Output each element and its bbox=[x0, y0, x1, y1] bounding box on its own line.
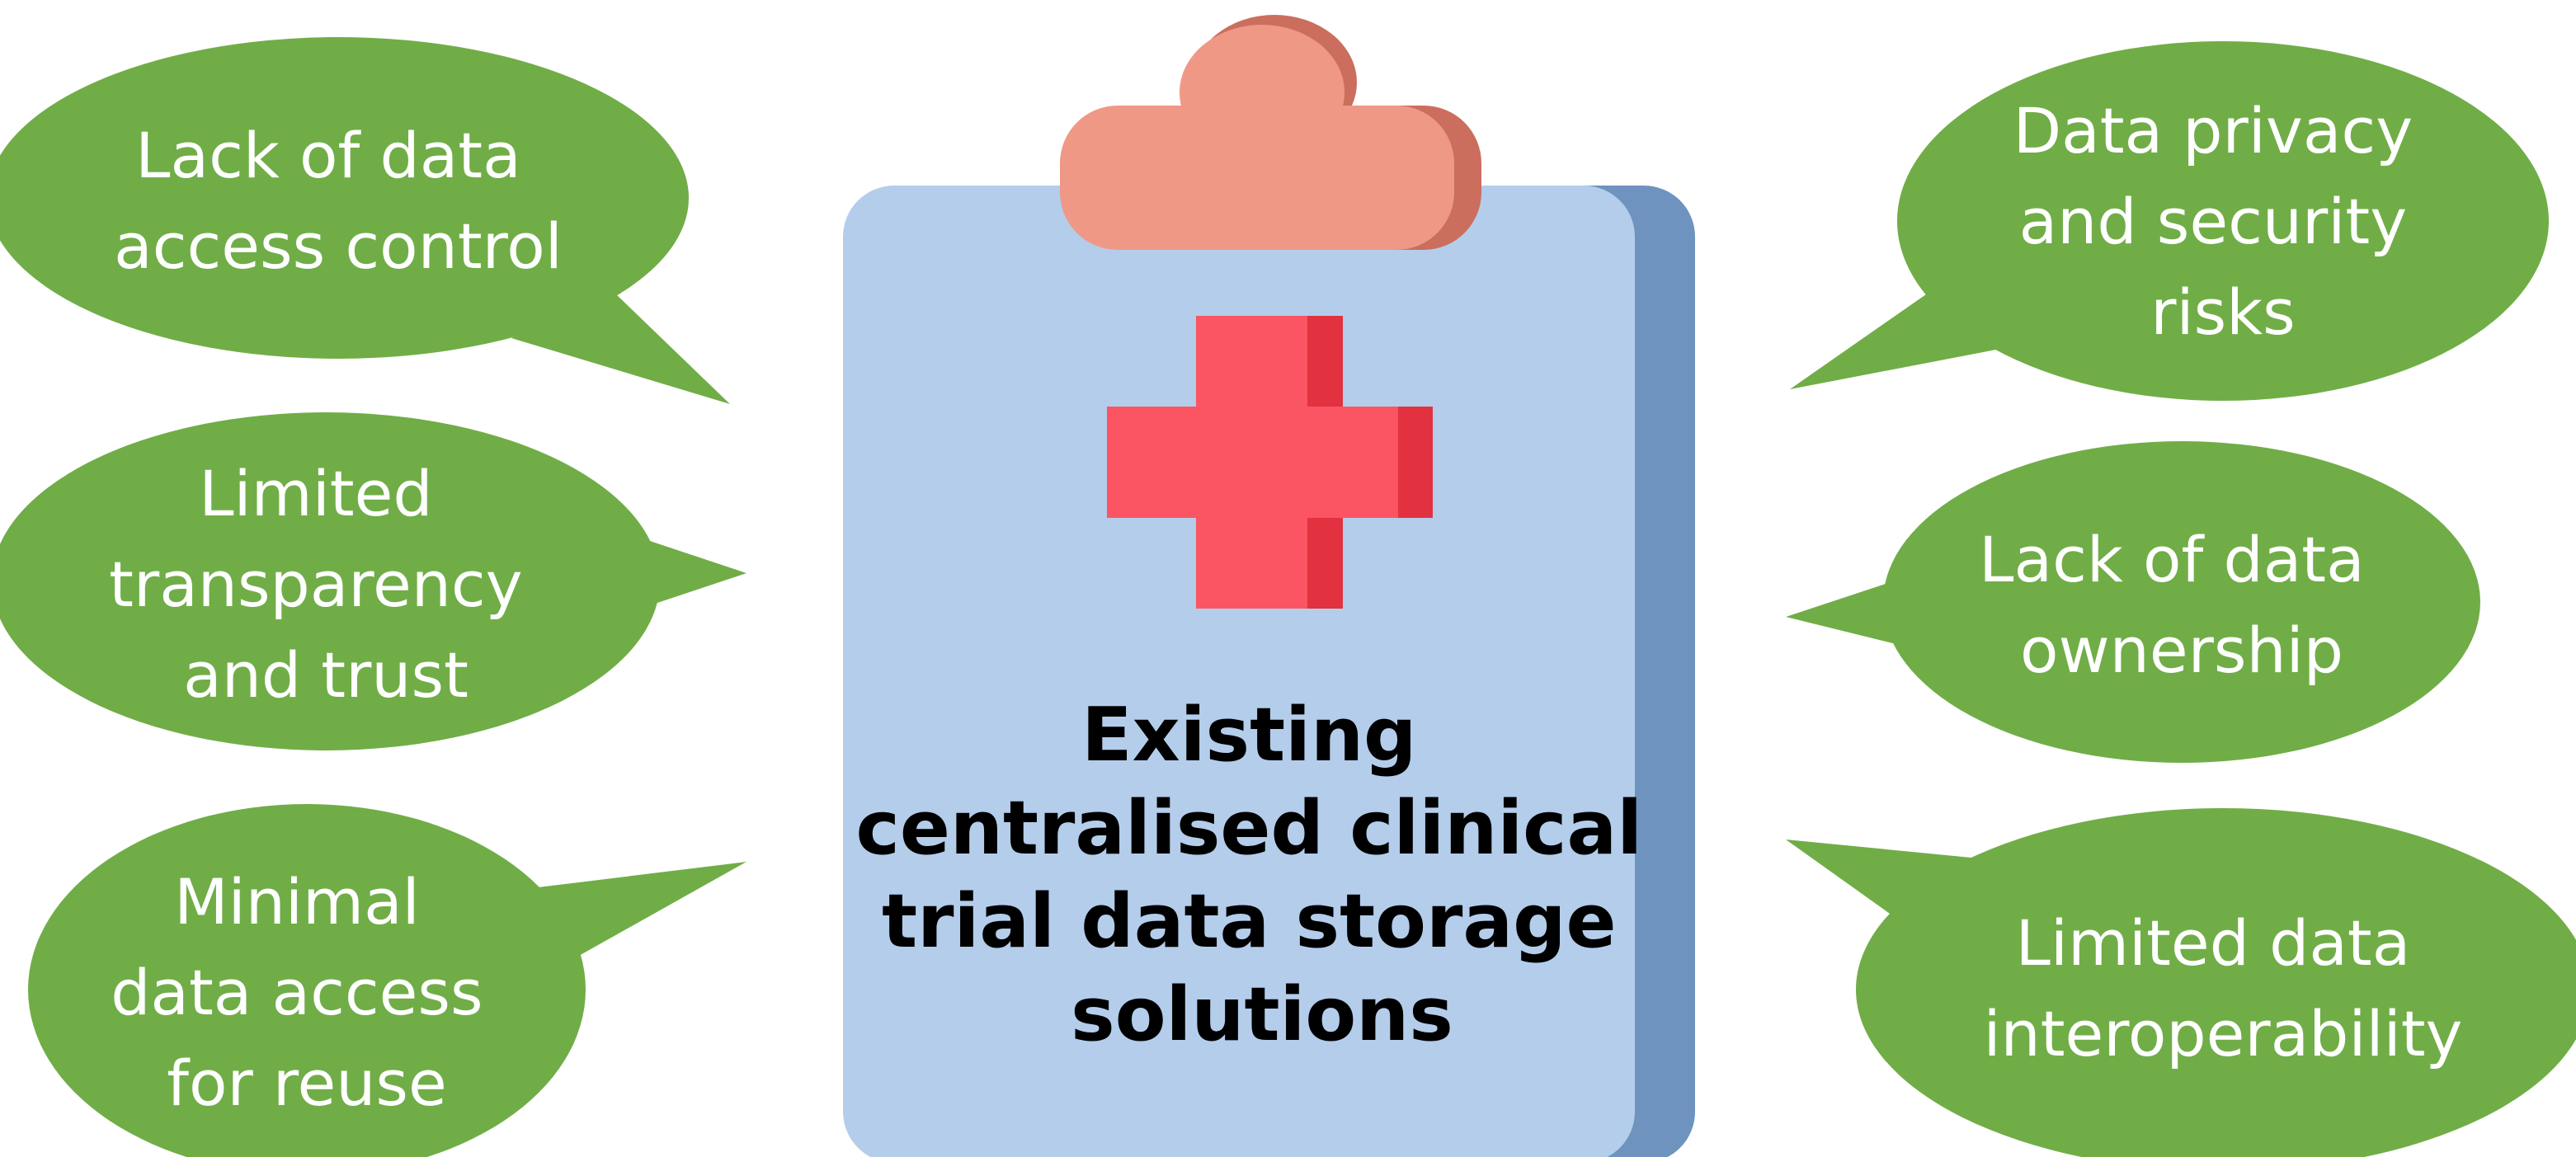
clipboard: Existing centralised clinical trial data… bbox=[843, 15, 1695, 1157]
speech-bubble-minimal-data-access: Minimal data access for reuse bbox=[28, 804, 746, 1157]
center-title-line: Existing bbox=[1081, 692, 1416, 778]
speech-bubble-limited-interoperability: Limited data interoperability bbox=[1786, 808, 2576, 1157]
bubble-label: Limited transparency and trust bbox=[109, 457, 543, 712]
center-title-line: centralised clinical bbox=[856, 785, 1643, 872]
clip-base bbox=[1060, 106, 1454, 250]
medical-cross-icon bbox=[1107, 316, 1433, 609]
center-title-line: trial data storage bbox=[882, 878, 1616, 965]
speech-bubble-limited-transparency: Limited transparency and trust bbox=[0, 412, 746, 750]
center-title: Existing centralised clinical trial data… bbox=[856, 692, 1669, 1058]
bubble-label: Limited data interoperability bbox=[1983, 906, 2462, 1070]
speech-bubble-privacy-security: Data privacy and security risks bbox=[1790, 41, 2549, 401]
bubble-label: Lack of data access control bbox=[114, 119, 563, 283]
speech-bubble-lack-of-access-control: Lack of data access control bbox=[0, 37, 730, 404]
bubble-label: Data privacy and security risks bbox=[2013, 94, 2433, 349]
clipboard-board bbox=[843, 186, 1635, 1157]
speech-bubble-lack-of-ownership: Lack of data ownership bbox=[1786, 441, 2480, 763]
center-title-line: solutions bbox=[1071, 971, 1453, 1058]
bubble-label: Lack of data ownership bbox=[1979, 523, 2385, 687]
clipboard-clip bbox=[1060, 15, 1481, 250]
bubble-label: Minimal data access for reuse bbox=[111, 865, 503, 1120]
